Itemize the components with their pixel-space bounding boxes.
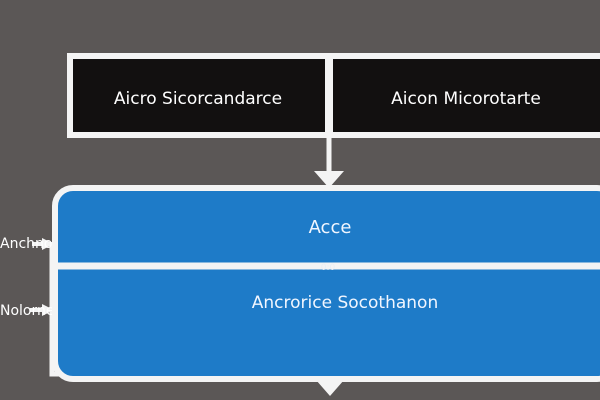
side-label-upper: Anchno [0,236,52,252]
side-label-lower: Nolorne [0,303,55,319]
bottom-arrowhead [316,380,344,396]
bottom-connector [316,380,344,396]
left-arrowhead-upper [42,238,54,250]
top-box-left: Aicro Sicorcandarce [67,53,331,138]
top-connector-arrowhead [314,171,344,188]
main-panel-divider-label: 0:0 [321,263,336,273]
main-panel-bottom-label: Ancrorice Socothanon [252,293,438,313]
top-box-left-label: Aicro Sicorcandarce [114,89,282,109]
top-box-right-frame [327,53,600,138]
left-arrowhead-lower [42,304,54,316]
top-box-right: Aicon Micorotarte [327,53,600,138]
top-to-panel-connector [314,135,344,188]
main-panel: Acce 0:0 Ancrorice Socothanon [52,185,600,382]
top-box-left-frame [67,53,331,138]
top-box-right-label: Aicon Micorotarte [391,89,541,109]
main-panel-frame [52,185,600,382]
main-panel-top-label: Acce [309,217,352,238]
